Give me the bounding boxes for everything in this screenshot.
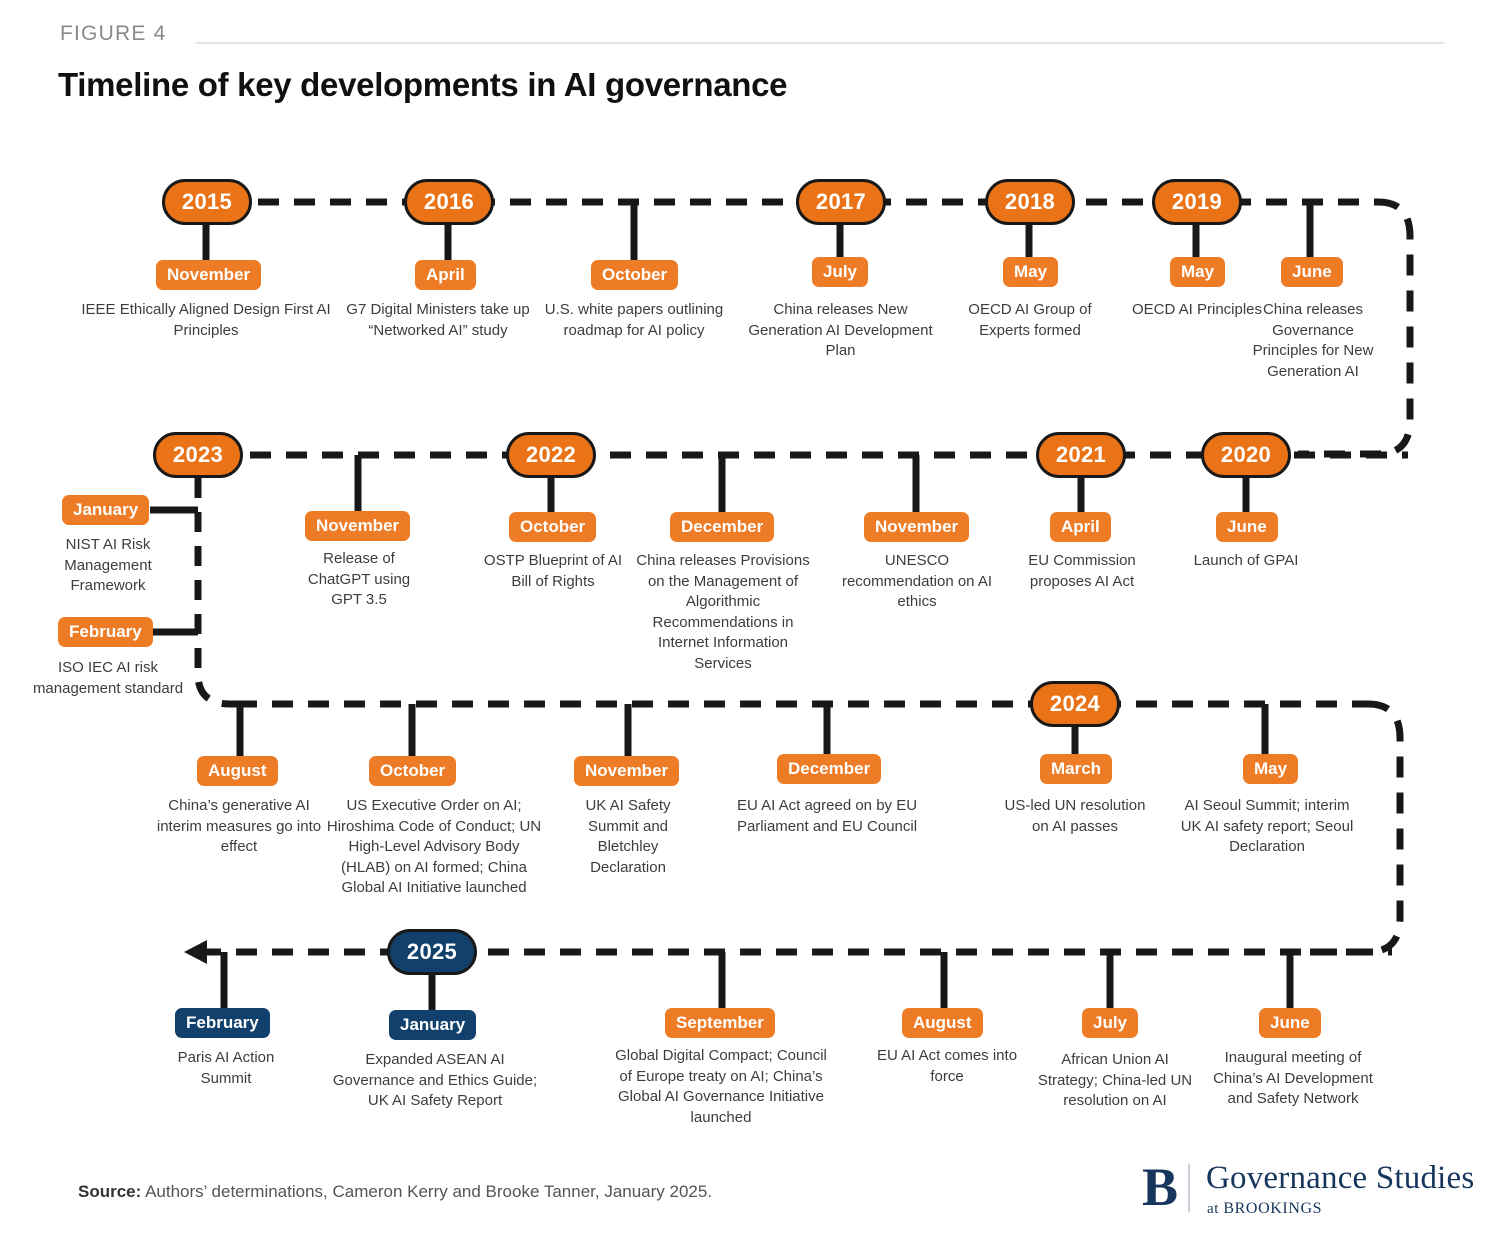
event-caption-unesco-recommendation: UNESCO recommendation on AI ethics	[841, 552, 993, 610]
month-pill-2024-july[interactable]: July	[1082, 1008, 1139, 1038]
event-caption-iso-iec-standard: ISO IEC AI risk management standard	[32, 659, 184, 697]
year-node-2019[interactable]: 2019	[1152, 179, 1242, 225]
year-node-2017[interactable]: 2017	[796, 179, 886, 225]
brookings-b-mark: B	[1142, 1157, 1179, 1217]
month-pill-2023-february[interactable]: February	[58, 617, 153, 647]
logo-org-name: at BROOKINGS	[1207, 1200, 1322, 1218]
year-node-2020[interactable]: 2020	[1201, 432, 1291, 478]
event-caption-eu-ai-act-agreed: EU AI Act agreed on by EU Parliament and…	[736, 797, 918, 835]
event-caption-ostp-blueprint: OSTP Blueprint of AI Bill of Rights	[483, 552, 623, 590]
event-caption-china-safety-network: Inaugural meeting of China’s AI Developm…	[1213, 1049, 1373, 1107]
event-caption-ai-seoul-summit: AI Seoul Summit; interim UK AI safety re…	[1180, 797, 1354, 855]
year-node-2018[interactable]: 2018	[985, 179, 1075, 225]
event-caption-us-un-resolution: US-led UN resolution on AI passes	[1004, 797, 1146, 835]
month-pill-2020-june[interactable]: June	[1216, 512, 1278, 542]
month-pill-2021-april[interactable]: April	[1050, 512, 1111, 542]
month-pill-2021-december[interactable]: December	[670, 512, 775, 542]
header-divider	[196, 42, 1444, 44]
event-caption-african-union-strategy: African Union AI Strategy; China-led UN …	[1037, 1051, 1193, 1109]
figure-label: FIGURE 4	[60, 22, 167, 45]
month-pill-2019-june[interactable]: June	[1281, 257, 1343, 287]
event-caption-global-digital-compact: Global Digital Compact; Council of Europ…	[615, 1047, 827, 1126]
month-pill-2022-november[interactable]: November	[305, 511, 411, 541]
event-caption-china-governance-principles: China releases Governance Principles for…	[1252, 301, 1374, 380]
month-pill-2015-november[interactable]: November	[156, 260, 262, 290]
event-caption-oecd-expert-group: OECD AI Group of Experts formed	[968, 301, 1092, 339]
page-title: Timeline of key developments in AI gover…	[58, 66, 788, 103]
logo-divider	[1188, 1164, 1190, 1212]
year-node-2024[interactable]: 2024	[1030, 681, 1120, 727]
source-label: Source:	[78, 1182, 142, 1201]
month-pill-2023-october[interactable]: October	[369, 756, 457, 786]
month-pill-2018-may[interactable]: May	[1003, 257, 1059, 287]
month-pill-2016-april[interactable]: April	[415, 260, 476, 290]
year-node-2015[interactable]: 2015	[162, 179, 252, 225]
event-caption-eu-ai-act-proposal: EU Commission proposes AI Act	[1028, 552, 1136, 590]
source-text: Authors’ determinations, Cameron Kerry a…	[141, 1182, 713, 1201]
event-caption-g7-networked-ai: G7 Digital Ministers take up “Networked …	[346, 301, 530, 339]
month-pill-2024-june[interactable]: June	[1259, 1008, 1321, 1038]
event-caption-gpai-launch: Launch of GPAI	[1193, 552, 1299, 569]
year-node-2023[interactable]: 2023	[153, 432, 243, 478]
year-node-2021[interactable]: 2021	[1036, 432, 1126, 478]
logo-at-word: at	[1207, 1201, 1224, 1217]
event-caption-us-white-papers: U.S. white papers outlining roadmap for …	[544, 301, 724, 339]
month-pill-2024-september[interactable]: September	[665, 1008, 775, 1038]
month-pill-2025-january[interactable]: January	[389, 1010, 477, 1040]
event-caption-eu-ai-act-in-force: EU AI Act comes into force	[876, 1047, 1018, 1085]
month-pill-2021-november[interactable]: November	[864, 512, 970, 542]
month-pill-2023-august[interactable]: August	[197, 756, 278, 786]
month-pill-2016-october[interactable]: October	[591, 260, 679, 290]
event-caption-chatgpt-release: Release of ChatGPT using GPT 3.5	[307, 550, 411, 608]
event-caption-uk-safety-summit: UK AI Safety Summit and Bletchley Declar…	[585, 797, 671, 876]
year-node-2022[interactable]: 2022	[506, 432, 596, 478]
source-note: Source: Authors’ determinations, Cameron…	[78, 1182, 712, 1202]
month-pill-2025-february[interactable]: February	[175, 1008, 270, 1038]
month-pill-2023-november[interactable]: November	[574, 756, 680, 786]
event-caption-china-algorithmic-provisions: China releases Provisions on the Managem…	[636, 552, 810, 672]
timeline-end-arrow-icon	[184, 940, 207, 964]
event-caption-us-eo-hiroshima-hlab: US Executive Order on AI; Hiroshima Code…	[326, 797, 542, 896]
month-pill-2024-may[interactable]: May	[1243, 754, 1299, 784]
event-caption-paris-action-summit: Paris AI Action Summit	[177, 1049, 275, 1087]
year-node-2025[interactable]: 2025	[387, 929, 477, 975]
month-pill-2022-october[interactable]: October	[509, 512, 597, 542]
month-pill-2017-july[interactable]: July	[812, 257, 869, 287]
event-caption-china-genai-measures: China’s generative AI interim measures g…	[156, 797, 322, 855]
month-pill-2024-august[interactable]: August	[902, 1008, 983, 1038]
logo-program-name: Governance Studies	[1206, 1160, 1475, 1196]
event-caption-ieee-principles: IEEE Ethically Aligned Design First AI P…	[81, 301, 331, 339]
year-node-2016[interactable]: 2016	[404, 179, 494, 225]
event-caption-china-next-gen-plan: China releases New Generation AI Develop…	[748, 301, 933, 359]
event-caption-oecd-ai-principles: OECD AI Principles	[1131, 301, 1263, 318]
month-pill-2023-january[interactable]: January	[62, 495, 150, 525]
event-caption-nist-rmf: NIST AI Risk Management Framework	[64, 536, 152, 594]
month-pill-2019-may[interactable]: May	[1170, 257, 1226, 287]
event-caption-asean-guide: Expanded ASEAN AI Governance and Ethics …	[332, 1051, 538, 1109]
month-pill-2023-december[interactable]: December	[777, 754, 882, 784]
month-pill-2024-march[interactable]: March	[1040, 754, 1113, 784]
logo-brookings-word: BROOKINGS	[1223, 1200, 1323, 1217]
